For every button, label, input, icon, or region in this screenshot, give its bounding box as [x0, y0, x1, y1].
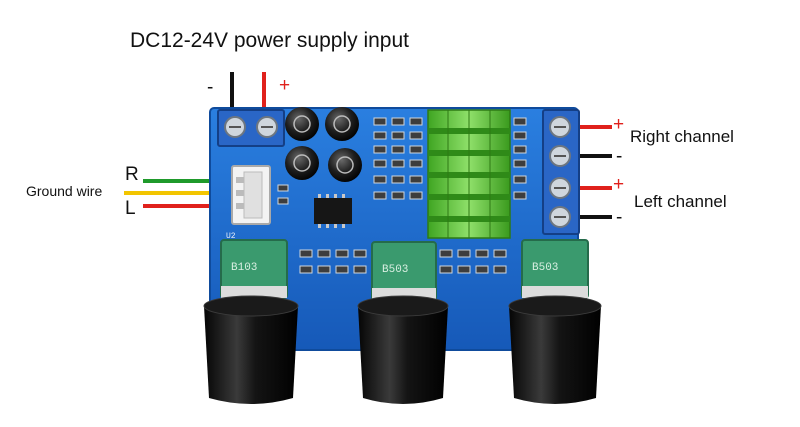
capacitors	[285, 107, 362, 182]
input-r-label: R	[125, 164, 139, 185]
pot-marking-left: B103	[231, 262, 257, 274]
capacitor	[325, 107, 359, 141]
heatsink	[427, 109, 511, 239]
capacitor	[328, 148, 362, 182]
smd-components	[277, 117, 527, 274]
power-minus-label: -	[207, 77, 214, 98]
right-minus-label: -	[616, 146, 623, 167]
knob-middle	[358, 306, 448, 404]
right-plus-label: +	[613, 114, 625, 135]
input-l-label: L	[125, 198, 136, 219]
capacitor	[285, 146, 319, 180]
input-connector	[231, 165, 271, 225]
silkscreen-u2: U2	[226, 232, 236, 241]
knob-right	[509, 306, 601, 404]
left-plus-label: +	[613, 174, 625, 195]
left-channel-label: Left channel	[634, 192, 727, 211]
left-minus-label: -	[616, 207, 623, 228]
diagram-title: DC12-24V power supply input	[130, 29, 409, 52]
knob-left	[204, 306, 298, 404]
capacitor	[285, 107, 319, 141]
pot-marking-right: B503	[532, 262, 558, 274]
power-terminal	[217, 109, 285, 147]
output-terminal	[542, 109, 580, 235]
ground-wire-label: Ground wire	[26, 183, 103, 199]
pot-marking-middle: B503	[382, 264, 408, 276]
ic-chip	[314, 194, 352, 228]
right-channel-label: Right channel	[630, 127, 734, 146]
power-plus-label: +	[279, 75, 291, 96]
knobs	[203, 295, 602, 404]
